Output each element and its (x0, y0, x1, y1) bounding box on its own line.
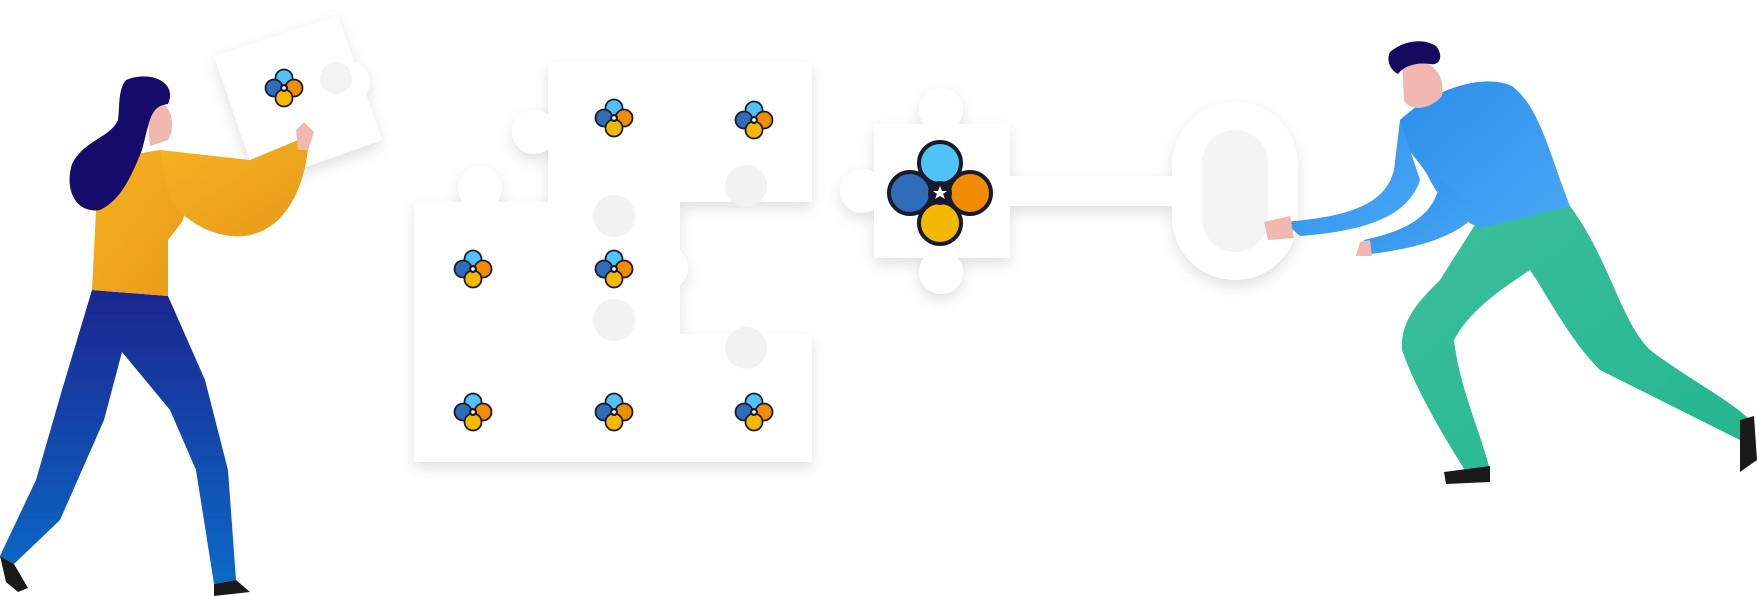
four-circle-star-logo-icon (887, 140, 993, 246)
puzzle-sockets (593, 165, 767, 369)
man-figure (1264, 41, 1757, 484)
key-ring-hole (1202, 130, 1268, 252)
woman-figure (0, 16, 382, 596)
